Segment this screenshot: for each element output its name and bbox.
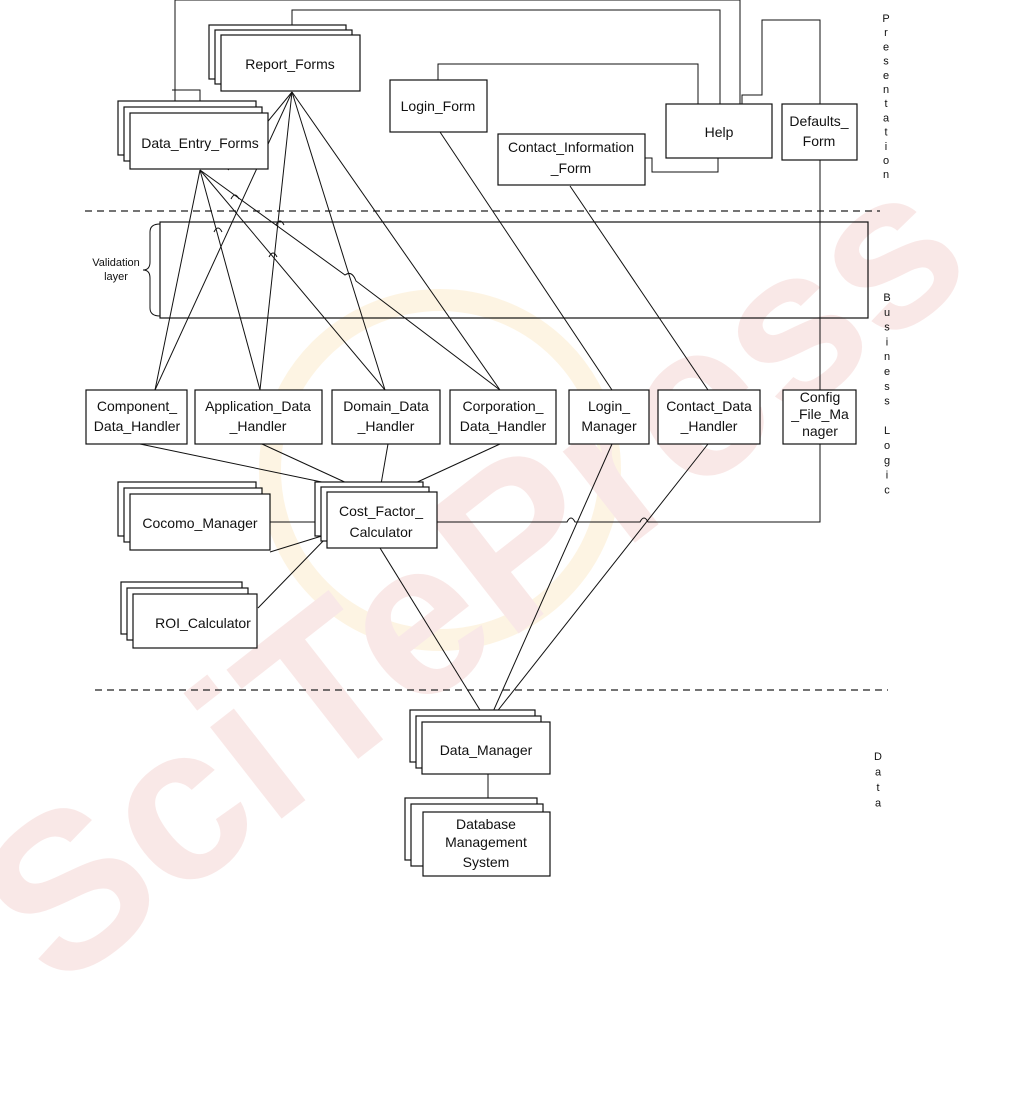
roi-calculator-box: ROI_Calculator xyxy=(120,581,258,649)
domain-data-handler-label-1: Domain_Data xyxy=(343,398,429,414)
component-data-handler-label-2: Data_Handler xyxy=(94,418,181,434)
link-login-help xyxy=(437,63,699,104)
link-help-defaults xyxy=(741,19,821,104)
component-data-handler-label-1: Component_ xyxy=(97,398,177,414)
config-file-manager-box: Config _File_Ma nager xyxy=(782,389,857,445)
cost-factor-calculator-box: Cost_Factor_ Calculator xyxy=(314,481,438,549)
link-report-help xyxy=(291,9,721,104)
login-manager-label-1: Login_ xyxy=(588,398,630,414)
data-entry-forms-box: Data_Entry_Forms xyxy=(117,100,269,170)
contact-data-handler-label-2: _Handler xyxy=(680,418,738,434)
login-form-label: Login_Form xyxy=(401,98,476,114)
component-data-handler-box: Component_ Data_Handler xyxy=(85,389,188,445)
report-forms-box: Report_Forms xyxy=(208,24,361,92)
roi-calculator-label: ROI_Calculator xyxy=(155,615,251,631)
login-form-box: Login_Form xyxy=(389,79,488,133)
dbms-label-2: Management xyxy=(445,834,527,850)
report-forms-label: Report_Forms xyxy=(245,56,334,72)
data-manager-label: Data_Manager xyxy=(440,742,533,758)
contact-information-form-label-1: Contact_Information xyxy=(508,139,634,155)
dbms-label-3: System xyxy=(463,854,510,870)
defaults-form-box: Defaults_ Form xyxy=(781,103,858,161)
data-manager-box: Data_Manager xyxy=(409,709,551,775)
cocomo-manager-label: Cocomo_Manager xyxy=(142,515,258,531)
config-file-manager-label-2: _File_Ma xyxy=(790,406,849,422)
link-contact-help xyxy=(645,157,719,173)
link-data-entry-up xyxy=(172,89,201,103)
database-management-system-box: Database Management System xyxy=(404,797,551,877)
contact-data-handler-box: Contact_Data _Handler xyxy=(657,389,761,445)
contact-information-form-box: Contact_Information _Form xyxy=(497,133,646,186)
cost-factor-calculator-label-1: Cost_Factor_ xyxy=(339,503,423,519)
config-file-manager-label-3: nager xyxy=(802,423,838,439)
login-manager-label-2: Manager xyxy=(581,418,637,434)
corporation-data-handler-label-2: Data_Handler xyxy=(460,418,547,434)
watermark-logo: SciTePress xyxy=(0,117,1008,1031)
contact-information-form-label-2: _Form xyxy=(550,160,591,176)
dbms-label-1: Database xyxy=(456,816,516,832)
connections xyxy=(139,0,821,812)
config-file-manager-label-1: Config xyxy=(800,389,840,405)
cost-factor-calculator-label-2: Calculator xyxy=(349,524,412,540)
domain-data-handler-box: Domain_Data _Handler xyxy=(331,389,441,445)
cocomo-manager-box: Cocomo_Manager xyxy=(117,481,271,551)
validation-label-line2: layer xyxy=(104,271,128,283)
components: Report_Forms Data_Entry_Forms Login_Form… xyxy=(85,24,858,877)
application-data-handler-label-1: Application_Data xyxy=(205,398,311,414)
application-data-handler-box: Application_Data _Handler xyxy=(194,389,323,445)
login-manager-box: Login_ Manager xyxy=(568,389,650,445)
corporation-data-handler-box: Corporation_ Data_Handler xyxy=(449,389,557,445)
validation-layer-band xyxy=(159,221,869,319)
link-data-entry-help-outer xyxy=(174,0,741,104)
contact-data-handler-label-1: Contact_Data xyxy=(666,398,752,414)
validation-layer-brace xyxy=(142,223,161,317)
defaults-form-label-1: Defaults_ xyxy=(789,113,848,129)
help-label: Help xyxy=(705,124,734,140)
domain-data-handler-label-2: _Handler xyxy=(357,418,415,434)
data-entry-forms-label: Data_Entry_Forms xyxy=(141,135,258,151)
watermark-text: SciTePress xyxy=(0,117,1008,1031)
application-data-handler-label-2: _Handler xyxy=(229,418,287,434)
validation-label-line1: Validation xyxy=(92,257,140,269)
corporation-data-handler-label-1: Corporation_ xyxy=(463,398,544,414)
help-box: Help xyxy=(665,103,773,159)
defaults-form-label-2: Form xyxy=(803,133,836,149)
